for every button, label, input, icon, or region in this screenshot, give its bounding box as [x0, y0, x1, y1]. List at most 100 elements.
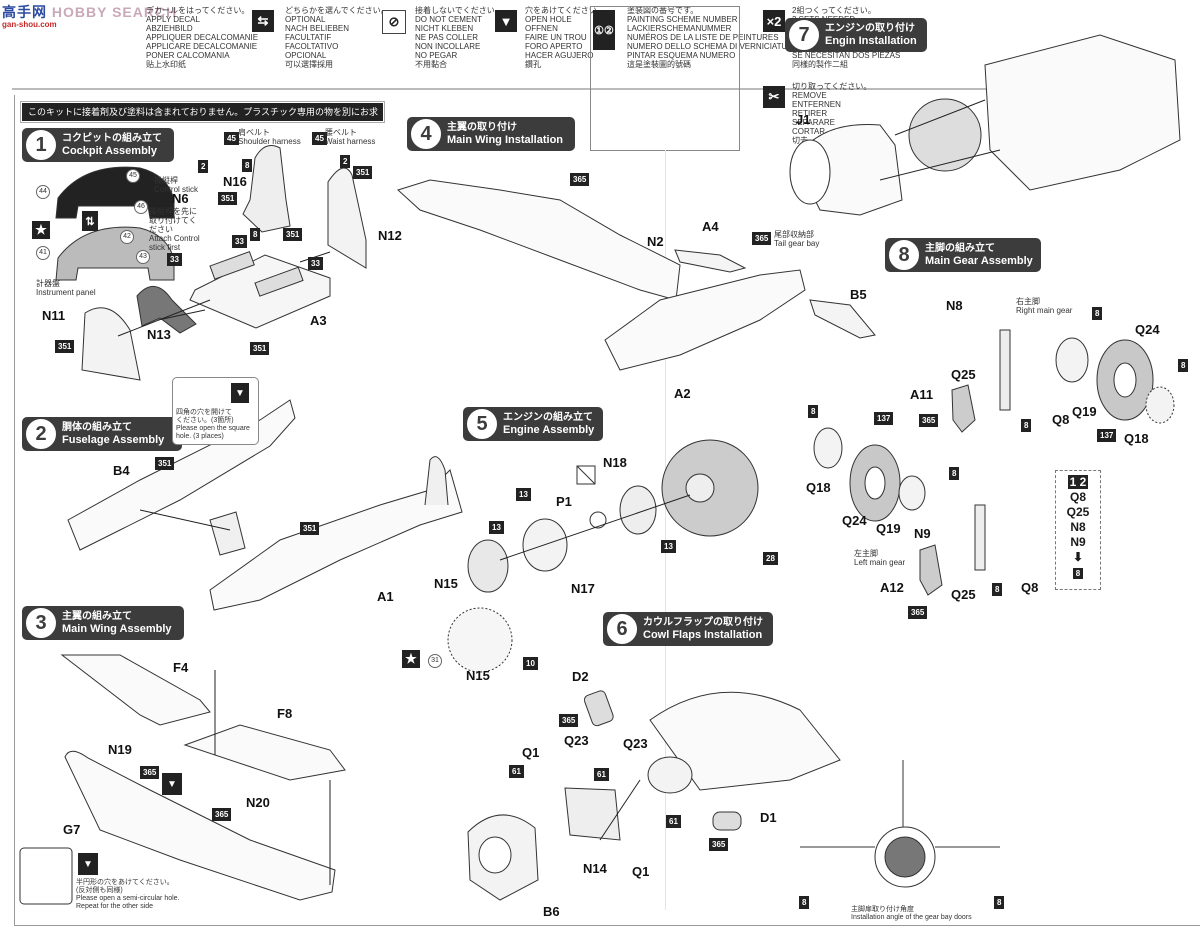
note-jp: ください。(3箇所) — [176, 417, 234, 424]
step-number: 5 — [467, 409, 497, 439]
note-en: stick first — [149, 243, 181, 252]
part-d1-drawing — [712, 811, 742, 831]
color-code: 13 — [489, 521, 504, 534]
part-label-n15-decal: N15 — [466, 668, 490, 683]
legend-line: ABZIEHBILD — [146, 24, 193, 33]
legend-line: 切り取ってください。 — [792, 82, 872, 91]
part-label-q8-left: Q8 — [1021, 580, 1039, 595]
legend-line: 這是塗裝圖的號碼 — [627, 60, 691, 69]
note-jp: 左主脚 — [854, 549, 878, 558]
color-code: 351 — [155, 457, 175, 470]
part-n18-drawing — [619, 485, 657, 535]
legend-line: FACOLTATIVO — [285, 42, 339, 51]
color-code: 8 — [1092, 307, 1103, 320]
part-label-a2: A2 — [674, 386, 691, 401]
decal-number: 45 — [126, 169, 140, 183]
decal-number: 44 — [36, 185, 50, 199]
legend-line: PONER CALCOMANIA — [146, 51, 230, 60]
legend-line: 2組つくってください。 — [792, 6, 876, 15]
part-label-f8: F8 — [277, 706, 293, 721]
legend-line: デカールをはってください。 — [146, 6, 250, 15]
step-title-en: Main Wing Assembly — [62, 622, 172, 635]
color-code: 351 — [283, 228, 303, 241]
note-en: Control stick — [154, 185, 199, 194]
center-fold — [665, 150, 666, 910]
wing-f8-drawing — [183, 724, 346, 781]
part-label-b4: B4 — [113, 463, 130, 478]
part-label-q25: Q25 — [951, 367, 976, 382]
bulkhead-n12-drawing — [327, 167, 367, 269]
step-title-en: Main Gear Assembly — [925, 254, 1033, 267]
note-jp: 肩ベルト — [238, 128, 270, 137]
hub-q19-left-drawing — [898, 475, 926, 511]
watermark-sub: gan-shou.com — [2, 20, 57, 29]
note-jp: 半円形の穴をあけてください。 — [76, 879, 174, 886]
remove-icon: ✂ — [763, 86, 785, 108]
decal-number: 46 — [134, 200, 148, 214]
stabilizer-b5-drawing — [809, 299, 876, 339]
note-jp: 右主脚 — [1016, 297, 1040, 306]
star-decal-icon: ★ — [32, 221, 50, 239]
legend-line: OFFNEN — [525, 24, 558, 33]
part-label-b6: B6 — [543, 904, 560, 919]
part-label-q24-left: Q24 — [842, 513, 867, 528]
legend-line: FAIRE UN TROU — [525, 33, 587, 42]
legend-line: 可以選擇採用 — [285, 60, 333, 69]
part-label-n2: N2 — [647, 234, 664, 249]
fuselage-front-drawing — [984, 34, 1181, 191]
step-title-en: Main Wing Installation — [447, 133, 564, 146]
drill-hole-icon: ▼ — [162, 773, 182, 795]
legend-line: APPLICARE DECALCOMANIE — [146, 42, 258, 51]
color-code: 365 — [212, 808, 232, 821]
part-label-f4: F4 — [173, 660, 189, 675]
legend-line: DO NOT CEMENT — [415, 15, 482, 24]
decal-number: 41 — [36, 246, 50, 260]
step-number: 3 — [26, 608, 56, 638]
part-label-q25-left: Q25 — [951, 587, 976, 602]
legend-line: NICHT KLEBEN — [415, 24, 474, 33]
part-label-n12: N12 — [378, 228, 402, 243]
note-en: Please open a semi-circular hole. — [76, 895, 180, 902]
legend-line: CORTAR — [792, 127, 826, 136]
part-label-d2: D2 — [572, 669, 589, 684]
note-en: hole. (3 places) — [176, 433, 224, 440]
color-code: 365 — [752, 232, 772, 245]
step-number: 6 — [607, 614, 637, 644]
legend-line: 同樣的製作二組 — [792, 60, 848, 69]
drill-hole-icon: ▼ — [78, 853, 98, 875]
color-code: 13 — [516, 488, 531, 501]
legend-line: NUMERO DELLO SCHEMA DI VERNICIATURA — [627, 42, 799, 51]
color-code: 45 — [312, 132, 327, 145]
color-code: 61 — [509, 765, 524, 778]
legend-line: SE NECESITAN DOS PIEZAS — [792, 51, 901, 60]
legend-line: REMOVE — [792, 91, 827, 100]
step-title-jp: コクピットの組み立て — [62, 132, 162, 144]
main-wing-drawing — [397, 179, 681, 301]
part-label-n14: N14 — [583, 861, 607, 876]
engine-drawing — [908, 98, 982, 172]
color-code: 8 — [799, 896, 810, 909]
note-jp: 操縦桿 — [154, 176, 178, 185]
part-label-d1: D1 — [760, 810, 777, 825]
legend-line: APPLY DECAL — [146, 15, 200, 24]
sequence-item: N9 — [1070, 535, 1086, 549]
note-en: Installation angle of the gear bay doors — [851, 914, 972, 921]
part-label-q23-2: Q23 — [623, 736, 648, 751]
color-code: 351 — [353, 166, 373, 179]
color-code: 8 — [242, 159, 253, 172]
legend-line: 接着しないでください。 — [415, 6, 503, 15]
square-hole-note: 四角の穴を開けてください。(3箇所)Please open the square… — [176, 409, 250, 441]
part-label-j1: J1 — [796, 112, 811, 127]
legend-line: OPEN HOLE — [525, 15, 572, 24]
color-code: 61 — [594, 768, 609, 781]
